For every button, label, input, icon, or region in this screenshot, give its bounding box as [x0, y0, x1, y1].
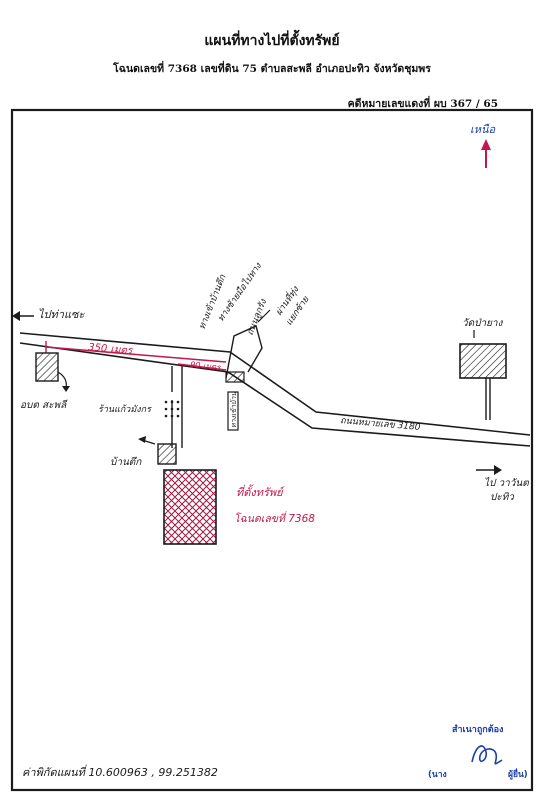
house-marker — [157, 443, 177, 465]
landmark-sao-building — [35, 352, 59, 382]
arrow-right-icon — [476, 465, 502, 475]
note-line-3: ถนนลูกรัง — [245, 297, 270, 337]
route-note: ทางเข้าบ้านตึก ทางซ้ายมือไปทาง ถนนลูกรัง… — [197, 260, 312, 337]
shop-marker — [164, 400, 180, 418]
road-label: ถนนหมายเลข 3180 — [340, 416, 421, 433]
north-arrow-icon — [481, 139, 491, 168]
north-label: เหนือ — [470, 123, 496, 136]
coordinates-text: ค่าพิกัดแผนที่ 10.600963 , 99.251382 — [22, 764, 218, 779]
house-label: บ้านตึก — [110, 456, 142, 468]
right-direction-label-2: ปะทิว — [490, 491, 515, 503]
temple-label: วัดป่ายาง — [462, 318, 504, 329]
entrance-gate — [225, 371, 245, 383]
property-label-2: โฉนดเลขที่ 7368 — [234, 511, 315, 525]
property-label-1: ที่ตั้งทรัพย์ — [236, 484, 286, 499]
distance-line-90 — [177, 363, 227, 371]
distance-350-label: 350 เมตร — [88, 342, 135, 357]
distance-90-label: 90 เมตร — [190, 360, 223, 372]
signature-name-left: (นาง — [428, 770, 447, 780]
distance-line-350 — [45, 341, 227, 363]
right-direction-label-1: ไป วาวันต — [484, 477, 529, 489]
signature-name-right: ผู้ยื่น) — [508, 770, 528, 780]
entrance-sign-label: ทางเข้าบ้าน — [230, 392, 238, 428]
page-title: แผนที่ทางไปที่ตั้งทรัพย์ — [204, 33, 340, 49]
branch-road — [171, 366, 183, 448]
deed-subtitle: โฉนดเลขที่ 7368 เลขที่ดิน 75 ตำบลสะพลี อ… — [113, 63, 431, 75]
entrance-sign-post — [227, 391, 239, 431]
main-road — [19, 332, 531, 447]
shop-label: ร้านแก้วมังกร — [98, 404, 152, 415]
arrow-left-icon — [12, 311, 34, 321]
signature-scribble-icon — [471, 745, 503, 765]
temple-marker — [459, 343, 507, 379]
property-plot — [163, 469, 217, 545]
entrance-road — [225, 309, 271, 379]
left-direction-label: ไปท่าแซะ — [38, 308, 85, 321]
certified-copy-label: สำเนาถูกต้อง — [452, 725, 504, 735]
certified-signature: สำเนาถูกต้อง (นาง ผู้ยื่น) — [428, 722, 528, 792]
map-frame — [10, 108, 534, 792]
landmark-left-label: อบต สะพลี — [20, 399, 68, 411]
case-number: คดีหมายเลขแดงที่ ผบ 367 / 65 — [347, 98, 498, 110]
